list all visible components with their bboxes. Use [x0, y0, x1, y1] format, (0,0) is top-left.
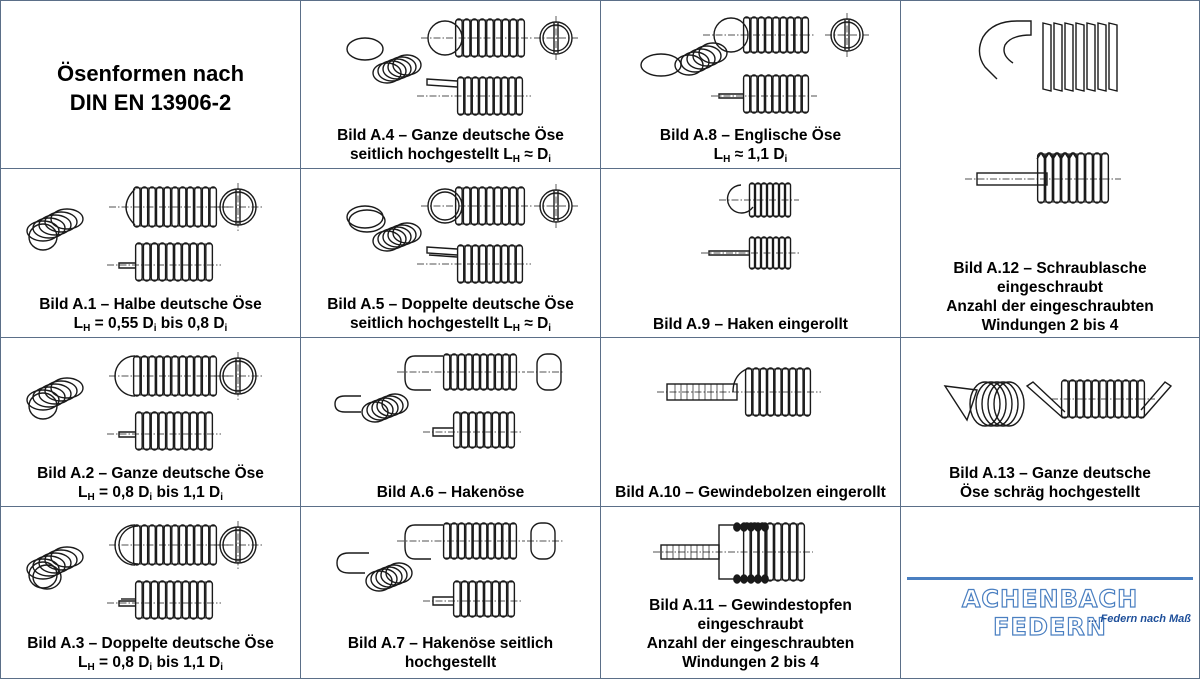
- spring-drawing: [657, 367, 821, 417]
- spring-drawing: [334, 353, 563, 449]
- side-spring-view: [109, 355, 231, 397]
- bottom-side-view: [107, 411, 221, 451]
- end-view: [534, 16, 578, 60]
- top-plate-view: [978, 20, 1118, 92]
- figure-a3: Bild A.3 – Doppelte deutsche Öse LH = 0,…: [0, 506, 301, 679]
- bottom-side-view: [423, 580, 523, 618]
- isometric-spring-view: [346, 37, 422, 84]
- caption-a4: Bild A.4 – Ganze deutsche Öse seitlich h…: [337, 127, 564, 165]
- end-view: [214, 183, 262, 231]
- top-hook-view: [719, 182, 799, 218]
- caption-a13: Bild A.13 – Ganze deutsche Öse schräg ho…: [949, 465, 1151, 501]
- caption-a3: Bild A.3 – Doppelte deutsche Öse LH = 0,…: [27, 635, 274, 673]
- side-spring-view: [109, 524, 231, 566]
- spring-drawing: [943, 379, 1173, 427]
- caption-a7: Bild A.7 – Hakenöse seitlich hochgestell…: [347, 635, 554, 671]
- spring-drawing: [26, 352, 262, 451]
- bottom-side-view: [417, 244, 531, 284]
- end-view: [527, 522, 563, 560]
- threaded-bolt-view: [657, 367, 821, 417]
- bottom-side-view: [423, 411, 523, 449]
- isometric-spring-view: [26, 208, 84, 251]
- side-spring-view: [1025, 379, 1173, 419]
- spring-drawing: [336, 522, 563, 618]
- title-line-1: Ösenformen nach: [56, 61, 245, 86]
- bottom-side-view: [417, 76, 531, 116]
- end-view: [527, 353, 563, 391]
- bottom-side-view: [107, 580, 221, 620]
- threaded-plug-view: [653, 522, 813, 584]
- side-spring-view: [421, 18, 533, 58]
- caption-a1: Bild A.1 – Halbe deutsche Öse LH = 0,55 …: [39, 296, 262, 334]
- side-spring-view: [397, 353, 525, 391]
- caption-a11: Bild A.11 – Gewindestopfen eingeschraubt…: [646, 597, 855, 671]
- isometric-spring-view: [346, 205, 422, 252]
- isometric-spring-view: [334, 393, 409, 423]
- title-line-2: DIN EN 13906-2: [69, 90, 232, 115]
- figure-a1: Bild A.1 – Halbe deutsche Öse LH = 0,55 …: [0, 168, 301, 338]
- caption-a5: Bild A.5 – Doppelte deutsche Öse seitlic…: [327, 296, 574, 334]
- side-spring-view: [397, 522, 525, 560]
- side-spring-view: [421, 186, 533, 226]
- bottom-side-view: [711, 74, 817, 114]
- page-title: Ösenformen nach DIN EN 13906-2: [1, 59, 300, 117]
- caption-a12: Bild A.12 – Schraublasche eingeschraubt …: [946, 260, 1154, 334]
- end-view: [825, 13, 869, 57]
- caption-a2: Bild A.2 – Ganze deutsche Öse LH = 0,8 D…: [37, 465, 264, 503]
- figure-a6: Bild A.6 – Hakenöse: [300, 337, 601, 507]
- isometric-spring-view: [336, 552, 413, 592]
- figure-a11: Bild A.11 – Gewindestopfen eingeschraubt…: [600, 506, 901, 679]
- isometric-spring-view: [640, 42, 728, 77]
- figure-a9: Bild A.9 – Haken eingerollt: [600, 168, 901, 338]
- bottom-side-view: [107, 242, 221, 282]
- end-view: [534, 184, 578, 228]
- figure-a12: Bild A.12 – Schraublasche eingeschraubt …: [900, 0, 1200, 338]
- end-view: [214, 352, 262, 400]
- spring-drawing: [653, 522, 813, 584]
- spring-drawing: [26, 183, 262, 282]
- bottom-hook-view: [701, 236, 799, 270]
- spring-drawing: [346, 184, 578, 284]
- figure-a8: Bild A.8 – Englische Öse LH ≈ 1,1 Di: [600, 0, 901, 169]
- spring-drawing: [640, 13, 869, 114]
- side-spring-view: [109, 186, 231, 228]
- spring-drawing: [346, 16, 578, 116]
- figure-a2: Bild A.2 – Ganze deutsche Öse LH = 0,8 D…: [0, 337, 301, 507]
- spring-drawing: [965, 20, 1121, 204]
- caption-a9: Bild A.9 – Haken eingerollt: [653, 316, 848, 333]
- bottom-plate-view: [965, 151, 1121, 204]
- company-tagline: ... Federn nach Maß: [1088, 613, 1191, 625]
- title-cell: Ösenformen nach DIN EN 13906-2: [0, 0, 301, 169]
- logo-cell: ACHENBACH FEDERN ... Federn nach Maß: [900, 506, 1200, 679]
- figure-a13: Bild A.13 – Ganze deutsche Öse schräg ho…: [900, 337, 1200, 507]
- figure-a5: Bild A.5 – Doppelte deutsche Öse seitlic…: [300, 168, 601, 338]
- figure-a4: Bild A.4 – Ganze deutsche Öse seitlich h…: [300, 0, 601, 169]
- caption-a8: Bild A.8 – Englische Öse LH ≈ 1,1 Di: [659, 127, 842, 165]
- isometric-spring-view: [943, 381, 1025, 427]
- isometric-spring-view: [26, 546, 84, 590]
- figure-a7: Bild A.7 – Hakenöse seitlich hochgestell…: [300, 506, 601, 679]
- company-logo: ACHENBACH FEDERN: [961, 584, 1139, 641]
- caption-a6: Bild A.6 – Hakenöse: [376, 484, 525, 501]
- spring-drawing: [26, 521, 262, 620]
- side-spring-view: [703, 16, 815, 54]
- caption-a10: Bild A.10 – Gewindebolzen eingerollt: [615, 484, 886, 501]
- end-view: [214, 521, 262, 569]
- spring-drawing: [701, 182, 799, 270]
- figure-a10: Bild A.10 – Gewindebolzen eingerollt: [600, 337, 901, 507]
- logo-rule: [907, 577, 1193, 580]
- isometric-spring-view: [26, 377, 84, 420]
